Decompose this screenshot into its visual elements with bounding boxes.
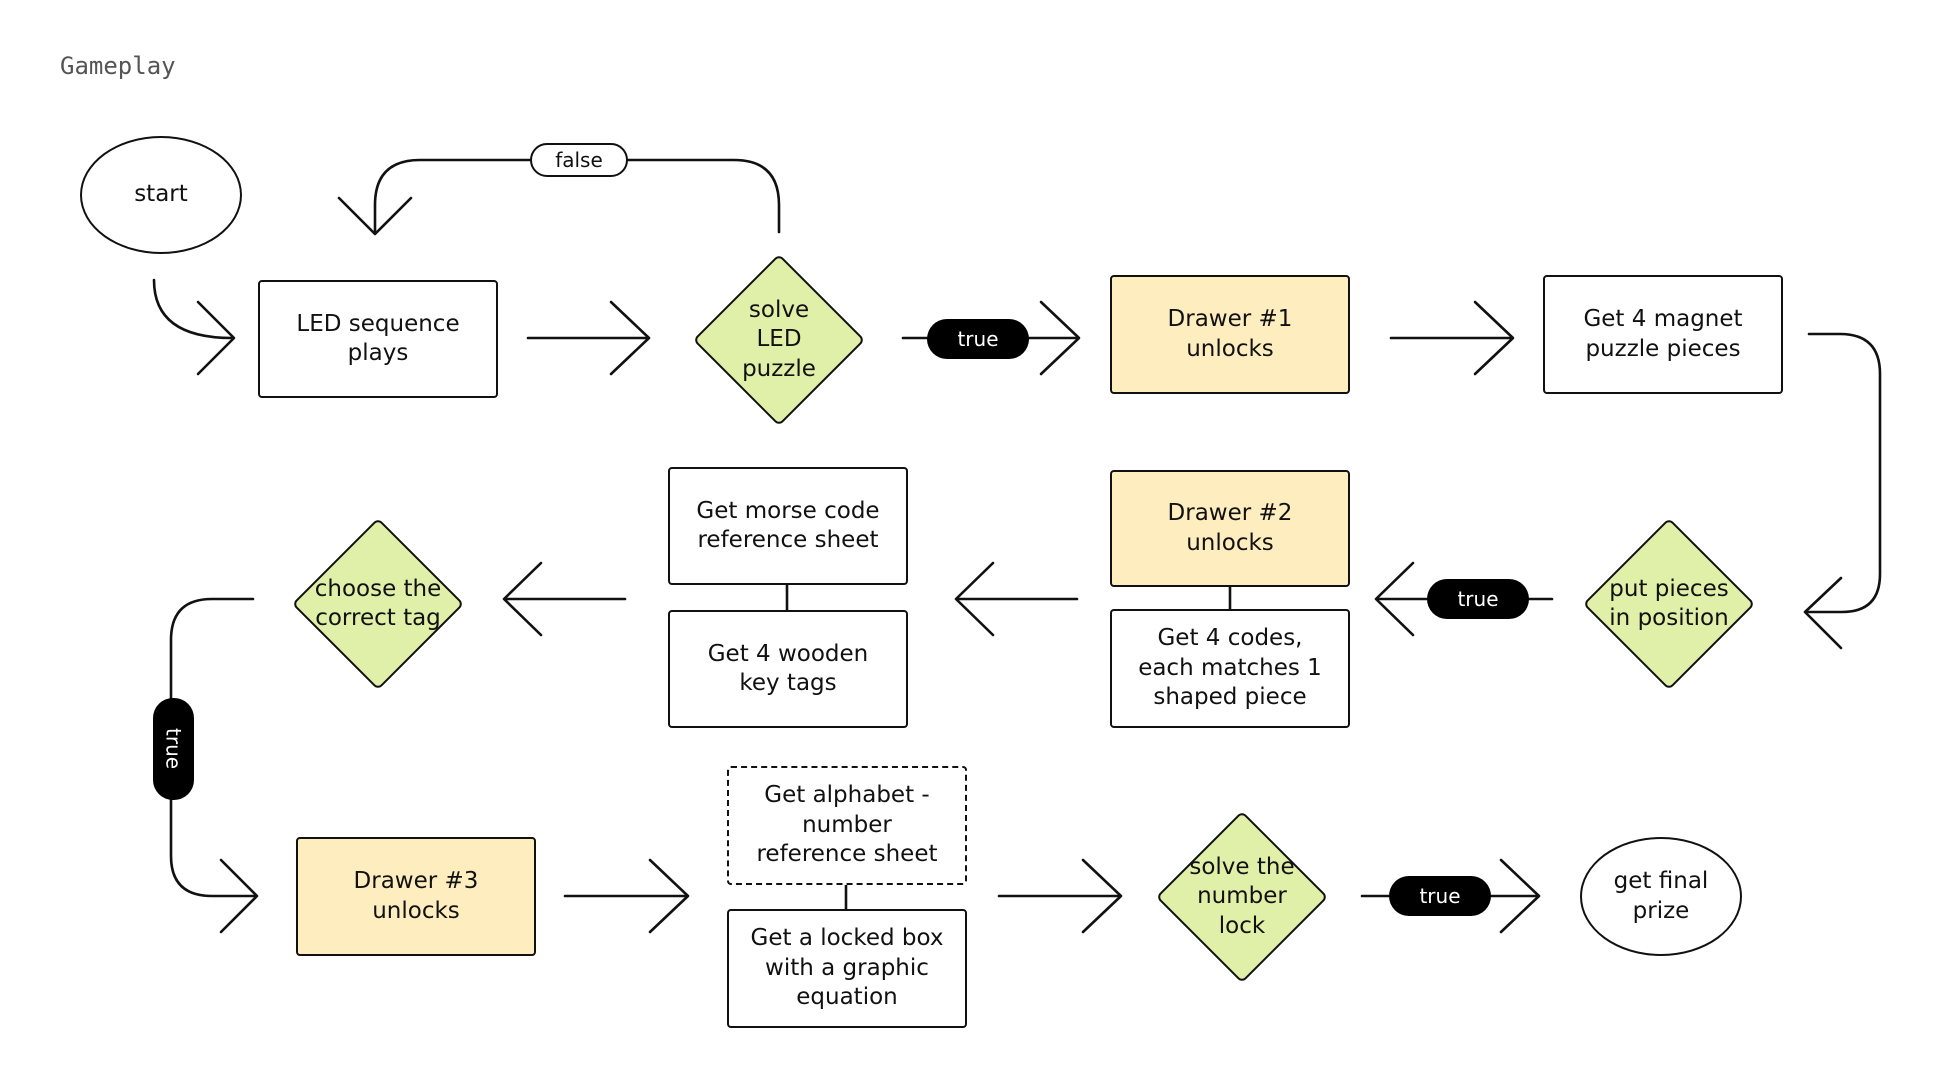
true-label-4: true — [1389, 876, 1491, 916]
drawer1-label: Drawer #1 unlocks — [1167, 306, 1293, 362]
arrowhead — [1374, 561, 1415, 637]
arrowhead — [1473, 300, 1515, 376]
start-label: start — [134, 181, 188, 208]
drawer2-label: Drawer #2 unlocks — [1167, 500, 1293, 556]
true-label-1: true — [927, 319, 1029, 359]
arrowhead — [219, 858, 259, 934]
led-sequence-label: LED sequence plays — [296, 310, 460, 366]
locked-box-node: Get a locked box with a graphic equation — [727, 909, 967, 1028]
solve-lock-label: solve the number lock — [1189, 853, 1295, 939]
four-codes-node: Get 4 codes, each matches 1 shaped piece — [1110, 609, 1350, 728]
connector-start-led — [152, 278, 234, 340]
arrowhead — [1081, 858, 1123, 934]
connector-magnet-put — [1804, 332, 1882, 614]
solve-led-label: solve LED puzzle — [742, 296, 816, 382]
solve-lock-decision: solve the number lock — [1152, 807, 1332, 987]
put-pieces-decision: put pieces in position — [1579, 514, 1759, 694]
wooden-tags-node: Get 4 wooden key tags — [668, 610, 908, 728]
page-title: Gameplay — [60, 52, 176, 80]
put-pieces-label: put pieces in position — [1609, 575, 1729, 631]
true-label-3: true — [153, 698, 194, 800]
arrowhead — [337, 196, 413, 236]
choose-tag-decision: choose the correct tag — [288, 514, 468, 694]
alphabet-sheet-node: Get alphabet - number reference sheet — [727, 766, 967, 885]
start-node: start — [80, 136, 242, 254]
arrowhead — [196, 300, 236, 376]
drawer3-label: Drawer #3 unlocks — [353, 868, 479, 924]
locked-box-label: Get a locked box with a graphic equation — [750, 925, 944, 1011]
morse-sheet-node: Get morse code reference sheet — [668, 467, 908, 585]
final-prize-node: get final prize — [1580, 837, 1742, 956]
alphabet-sheet-label: Get alphabet - number reference sheet — [756, 782, 938, 868]
solve-led-decision: solve LED puzzle — [689, 250, 869, 430]
arrowhead — [954, 561, 995, 637]
arrowhead — [648, 858, 690, 934]
magnet-pieces-node: Get 4 magnet puzzle pieces — [1543, 275, 1783, 394]
drawer2-node: Drawer #2 unlocks — [1110, 470, 1350, 587]
wooden-tags-label: Get 4 wooden key tags — [707, 640, 869, 696]
four-codes-label: Get 4 codes, each matches 1 shaped piece — [1138, 625, 1322, 711]
arrowhead — [609, 300, 651, 376]
arrowhead — [1499, 858, 1541, 934]
arrowhead — [502, 561, 543, 637]
led-sequence-node: LED sequence plays — [258, 280, 498, 398]
true-label-2: true — [1427, 579, 1529, 619]
final-prize-label: get final prize — [1613, 868, 1709, 924]
choose-tag-label: choose the correct tag — [314, 575, 442, 631]
false-label: false — [530, 143, 628, 177]
magnet-pieces-label: Get 4 magnet puzzle pieces — [1583, 306, 1743, 362]
arrowhead — [1803, 576, 1843, 650]
drawer1-node: Drawer #1 unlocks — [1110, 275, 1350, 394]
arrowhead — [1039, 300, 1081, 376]
morse-sheet-label: Get morse code reference sheet — [696, 497, 880, 553]
drawer3-node: Drawer #3 unlocks — [296, 837, 536, 956]
